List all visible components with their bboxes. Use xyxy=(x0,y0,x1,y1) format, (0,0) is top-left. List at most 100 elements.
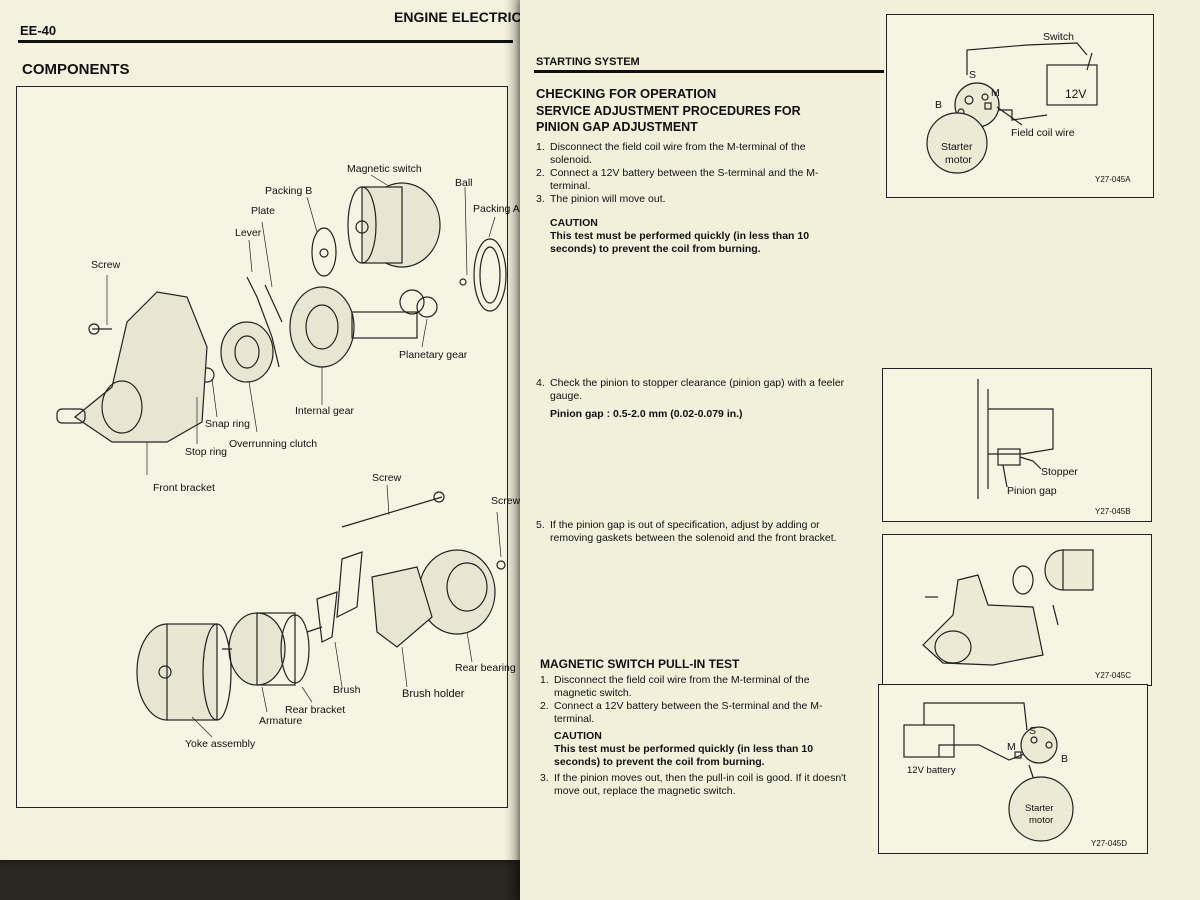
step-number: 1. xyxy=(536,141,545,153)
label-packing-b: Packing B xyxy=(265,185,313,197)
caution-label-2: CAUTION xyxy=(554,730,602,742)
label-stop-ring: Stop ring xyxy=(185,446,228,458)
step5-text-b: removing gaskets between the solenoid an… xyxy=(550,532,837,544)
pinion-gap-drawing xyxy=(977,379,1054,499)
step4-number: 4. xyxy=(536,377,545,389)
fig4-motor: motor xyxy=(1029,815,1054,826)
label-brush-holder: Brush holder xyxy=(402,688,465,700)
step-number: 2. xyxy=(536,167,545,179)
section-header: ENGINE ELECTRICAL S xyxy=(394,9,554,25)
left-page: EE-40 ENGINE ELECTRICAL S COMPONENTS xyxy=(0,0,553,860)
step-text: magnetic switch. xyxy=(554,687,632,699)
fig2-code: Y27-045B xyxy=(1095,507,1131,516)
fig1-motor: motor xyxy=(945,154,972,166)
figure-starter-assembly: Y27-045C xyxy=(882,534,1152,686)
fig1-switch: Switch xyxy=(1043,31,1074,43)
step-line: 2. Connect a 12V battery between the S-te… xyxy=(536,167,836,180)
heading-pinion-gap-adjustment: PINION GAP ADJUSTMENT xyxy=(536,120,698,134)
step3b-text-b: move out, replace the magnetic switch. xyxy=(554,785,736,797)
step-text: Connect a 12V battery between the S-term… xyxy=(554,700,823,712)
label-screw-right: Screw xyxy=(491,495,520,507)
label-planetary-gear: Planetary gear xyxy=(399,349,468,361)
caution-text-2b: seconds) to prevent the coil from burnin… xyxy=(554,756,765,768)
caution-label-1: CAUTION xyxy=(550,217,598,229)
steps1-list: 1. Disconnect the field coil wire from th… xyxy=(536,141,836,206)
fig4-m: M xyxy=(1007,741,1016,753)
caution-text-1a: This test must be performed quickly (in … xyxy=(550,230,810,242)
step-text: Connect a 12V battery between the S-term… xyxy=(550,167,819,179)
step-number: 3. xyxy=(536,193,545,205)
starter-assembly-drawing xyxy=(922,549,1094,666)
pull-in-wiring-drawing xyxy=(903,702,1074,842)
section-header-right: STARTING SYSTEM xyxy=(536,56,640,68)
step-line: terminal. xyxy=(540,713,840,726)
steps2-list: 1. Disconnect the field coil wire from th… xyxy=(540,674,840,726)
heading-service-adjustment: SERVICE ADJUSTMENT PROCEDURES FOR xyxy=(536,104,801,118)
steps-pinion-gap: 1. Disconnect the field coil wire from th… xyxy=(536,141,836,206)
step-text: The pinion will move out. xyxy=(550,193,666,205)
fig2-pinion-gap: Pinion gap xyxy=(1007,485,1057,497)
caution-text-1b: seconds) to prevent the coil from burnin… xyxy=(550,243,761,255)
label-screw-top: Screw xyxy=(91,259,121,271)
step-text: terminal. xyxy=(550,180,591,192)
label-snap-ring: Snap ring xyxy=(205,418,250,430)
figure-pinion-gap: Stopper Pinion gap Y27-045B xyxy=(882,368,1152,522)
fig1-field-coil-wire: Field coil wire xyxy=(1011,127,1075,139)
label-screw-mid: Screw xyxy=(372,472,402,484)
label-internal-gear: Internal gear xyxy=(295,405,354,417)
figure-pull-in-wiring: 12V battery M S B Starter motor Y27-045D xyxy=(878,684,1148,854)
header-rule-right xyxy=(534,70,884,73)
label-yoke-assembly: Yoke assembly xyxy=(185,738,256,750)
exploded-view-drawing xyxy=(56,174,507,738)
fig4-code: Y27-045D xyxy=(1091,839,1128,848)
label-magnetic-switch: Magnetic switch xyxy=(347,163,422,175)
step-text: Disconnect the field coil wire from the … xyxy=(554,674,810,686)
fig4-12v-battery: 12V battery xyxy=(907,765,956,776)
fig4-b: B xyxy=(1061,753,1069,765)
step-text: solenoid. xyxy=(550,154,593,166)
step-line: 1. Disconnect the field coil wire from th… xyxy=(536,141,836,154)
fig1-code: Y27-045A xyxy=(1095,175,1131,184)
fig1-b: B xyxy=(935,99,943,111)
heading-checking-for-operation: CHECKING FOR OPERATION xyxy=(536,86,717,101)
label-lever: Lever xyxy=(235,227,262,239)
step4-text-b: gauge. xyxy=(550,390,583,402)
figure-switch-wiring: Switch S B M 12V Field coil wire Starter… xyxy=(886,14,1154,198)
label-plate: Plate xyxy=(251,205,275,217)
fig4-s: S xyxy=(1029,725,1037,737)
switch-wiring-drawing xyxy=(926,42,1098,174)
step-line: 2. Connect a 12V battery between the S-te… xyxy=(540,700,840,713)
fig1-12v: 12V xyxy=(1065,87,1087,101)
label-rear-bracket: Rear bracket xyxy=(285,704,346,716)
step-number: 2. xyxy=(540,700,549,712)
label-rear-bearing: Rear bearing xyxy=(455,662,516,674)
step4-text-a: Check the pinion to stopper clearance (p… xyxy=(550,377,845,389)
step3b-number: 3. xyxy=(540,772,549,784)
header-rule xyxy=(18,40,513,43)
caution-text-2a: This test must be performed quickly (in … xyxy=(554,743,814,755)
components-diagram-frame: Magnetic switch Ball Packing B Packing A… xyxy=(16,86,520,808)
page-number: EE-40 xyxy=(20,23,57,38)
fig1-starter: Starter xyxy=(941,141,973,153)
step-line: 1. Disconnect the field coil wire from th… xyxy=(540,674,840,687)
fig2-stopper: Stopper xyxy=(1041,466,1078,478)
step-line: magnetic switch. xyxy=(540,687,840,700)
label-overrunning-clutch: Overrunning clutch xyxy=(229,438,318,450)
step-line: terminal. xyxy=(536,180,836,193)
label-armature: Armature xyxy=(259,715,303,727)
step-number: 1. xyxy=(540,674,549,686)
steps-pull-in: 1. Disconnect the field coil wire from th… xyxy=(540,674,840,726)
right-page: STARTING SYSTEM CHECKING FOR OPERATION S… xyxy=(520,0,1200,900)
step-text: Disconnect the field coil wire from the … xyxy=(550,141,806,153)
fig1-m: M xyxy=(991,87,1000,99)
fig1-s: S xyxy=(969,69,977,81)
step5-text-a: If the pinion gap is out of specificatio… xyxy=(550,519,820,531)
fig3-code: Y27-045C xyxy=(1095,671,1132,680)
label-front-bracket: Front bracket xyxy=(153,482,215,494)
label-ball: Ball xyxy=(455,177,473,189)
step-line: 3. The pinion will move out. xyxy=(536,193,836,206)
step-text: terminal. xyxy=(554,713,595,725)
fig4-starter: Starter xyxy=(1025,803,1054,814)
heading-magnetic-switch-pull-in: MAGNETIC SWITCH PULL-IN TEST xyxy=(540,657,740,671)
pinion-gap-spec: Pinion gap : 0.5-2.0 mm (0.02-0.079 in.) xyxy=(550,408,743,420)
